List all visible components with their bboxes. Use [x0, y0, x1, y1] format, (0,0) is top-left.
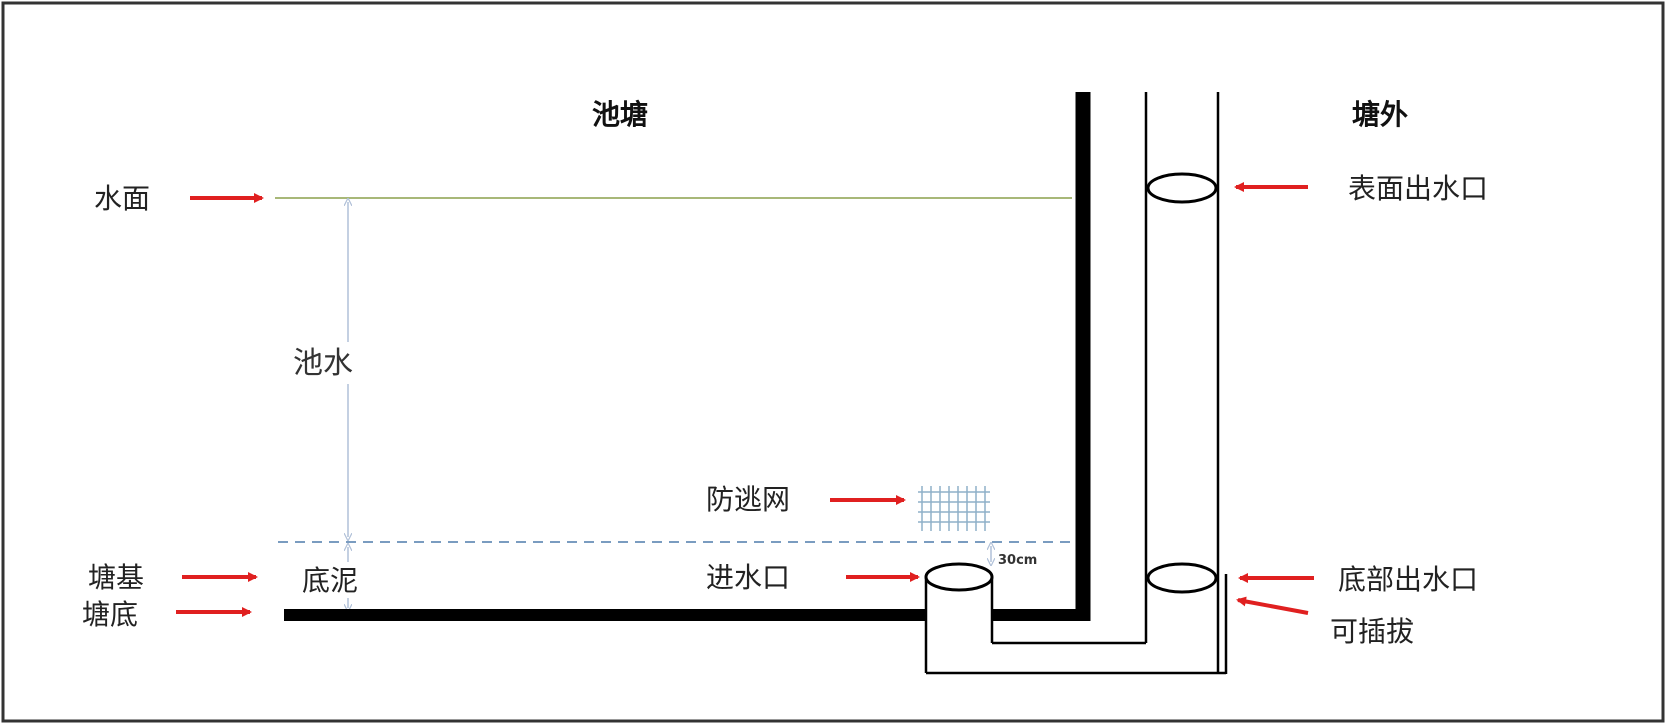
surface-outlet-pipe-opening-icon: [1146, 172, 1218, 204]
inlet-pipe-opening-icon: [924, 562, 994, 592]
removable-label: 可插拔: [1330, 615, 1414, 648]
pond-bottom-label: 塘底: [82, 598, 138, 631]
escape-net-label: 防逃网: [706, 483, 790, 516]
outside-title: 塘外: [1352, 98, 1408, 131]
inlet-label: 进水口: [706, 561, 790, 594]
water-surface-label: 水面: [94, 182, 150, 215]
clearance-label: 30cm: [998, 553, 1037, 568]
pond-water-label-bg: [292, 342, 382, 384]
escape-net-icon: [918, 486, 990, 531]
pond-title: 池塘: [592, 98, 648, 131]
removable-red-arrow-icon: [1236, 596, 1309, 615]
pond-water-label: 池水: [293, 346, 353, 381]
surface-outlet-label: 表面出水口: [1348, 172, 1488, 205]
bank-label: 塘基: [88, 561, 144, 594]
bottom-mud-label-bg: [300, 562, 382, 598]
bottom-outlet-pipe-opening-icon: [1146, 562, 1218, 594]
bottom-outlet-label: 底部出水口: [1338, 563, 1478, 596]
bottom-mud-label: 底泥: [302, 564, 358, 597]
